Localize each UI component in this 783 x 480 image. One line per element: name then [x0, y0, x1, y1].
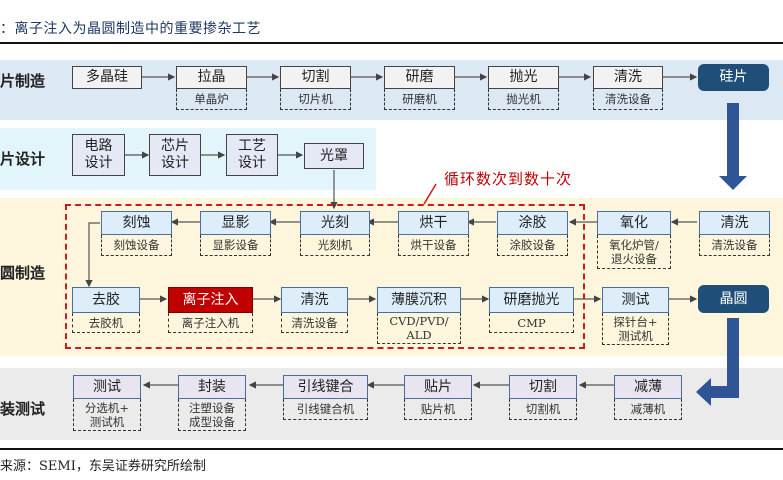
equip-line1: 探针台+ — [613, 314, 658, 329]
equip-die-bonder: 贴片机 — [404, 399, 472, 420]
step-dicing: 切割 — [509, 375, 577, 399]
equip-stripper: 去胶机 — [72, 313, 140, 333]
equip-wire-bonder: 引线键合机 — [283, 399, 368, 420]
step-baking: 烘干 — [398, 211, 469, 235]
equip-thinner: 减薄机 — [614, 399, 682, 420]
step-etching: 刻蚀 — [101, 211, 172, 235]
step-cmp: 研磨抛光 — [489, 287, 574, 313]
stage-label-packaging: 装测试 — [0, 400, 46, 418]
corner-arrow-shaft — [727, 318, 739, 398]
equip-line1: 氧化炉管/ — [609, 237, 659, 252]
arrow-line — [85, 222, 100, 288]
step-thin-film-deposition: 薄膜沉积 — [377, 287, 461, 313]
corner-arrow-bar — [711, 386, 739, 398]
down-arrow-shaft — [727, 103, 739, 178]
down-arrow-head — [719, 176, 747, 190]
equip-line2: 退火设备 — [611, 251, 657, 266]
step-photomask: 光罩 — [304, 143, 364, 169]
output-silicon-wafer: 硅片 — [698, 64, 769, 91]
step-developing: 显影 — [200, 211, 271, 235]
step-coating: 涂胶 — [497, 211, 568, 235]
step-thinning: 减薄 — [614, 375, 682, 399]
big-flow-arrows — [696, 103, 747, 406]
step-cleaning: 清洗 — [593, 66, 663, 89]
equip-cleaning: 清洗设备 — [593, 89, 663, 110]
step-lithography: 光刻 — [300, 211, 370, 235]
equip-molding: 注塑设备 成型设备 — [178, 399, 246, 431]
equip-line2: ALD — [406, 328, 432, 342]
equip-baker: 烘干设备 — [398, 235, 469, 256]
equip-crystal-furnace: 单晶炉 — [176, 89, 247, 110]
equip-line2: 测试机 — [618, 328, 653, 343]
step-label-line1: 芯片 — [161, 138, 189, 154]
loop-label: 循环数次到数十次 — [444, 170, 573, 188]
step-circuit-design: 电路 设计 — [72, 134, 125, 176]
step-wafer-test: 测试 — [602, 287, 669, 313]
equip-developer: 显影设备 — [200, 235, 271, 256]
stage-label-wafer: 圆制造 — [0, 264, 46, 282]
equip-deposition: CVD/PVD/ ALD — [377, 313, 461, 344]
output-wafer: 晶圆 — [698, 285, 769, 313]
step-wire-bonding: 引线键合 — [283, 375, 368, 399]
repeat-loop-outline — [65, 204, 585, 349]
equip-prober-tester: 探针台+ 测试机 — [602, 313, 669, 345]
equip-dicer: 切割机 — [509, 399, 577, 420]
step-packaging: 封装 — [178, 375, 246, 399]
step-polysilicon: 多晶硅 — [72, 66, 142, 89]
equip-line1: 分选机+ — [84, 400, 130, 415]
equip-line1: CVD/PVD/ — [389, 314, 449, 328]
step-polishing: 抛光 — [488, 66, 559, 89]
step-die-attach: 贴片 — [404, 375, 472, 399]
equip-ion-implanter: 离子注入机 — [168, 313, 253, 333]
top-rule — [0, 42, 783, 44]
step-cleaning-wafer: 清洗 — [699, 211, 770, 235]
equip-coater: 涂胶设备 — [497, 235, 568, 256]
bottom-rule — [0, 448, 783, 450]
step-cleaning-post-implant: 清洗 — [281, 287, 348, 313]
equip-etcher: 刻蚀设备 — [101, 235, 172, 256]
step-label-line2: 设计 — [84, 155, 113, 171]
equip-cmp: CMP — [489, 313, 574, 333]
step-crystal-pulling: 拉晶 — [176, 66, 247, 89]
loop-pointer-line — [423, 183, 437, 205]
equip-cleaning-post-implant: 清洗设备 — [281, 313, 348, 333]
source-note: 来源：SEMI，东吴证券研究所绘制 — [0, 459, 206, 474]
step-label-line2: 设计 — [161, 155, 189, 171]
step-label-line1: 工艺 — [238, 138, 266, 154]
equip-lithography-machine: 光刻机 — [300, 235, 370, 256]
equip-oxidation-furnace: 氧化炉管/ 退火设备 — [597, 235, 671, 269]
step-ion-implantation: 离子注入 — [168, 287, 253, 313]
stage-label-silicon: 片制造 — [0, 72, 46, 90]
equip-line2: 成型设备 — [189, 414, 235, 429]
equip-line1: 注塑设备 — [189, 400, 235, 415]
step-process-design: 工艺 设计 — [226, 134, 278, 176]
step-stripping: 去胶 — [72, 287, 140, 313]
corner-arrow-head — [696, 378, 711, 406]
equip-line2: 测试机 — [89, 414, 125, 429]
equip-cleaning-wafer: 清洗设备 — [699, 235, 770, 256]
equip-polisher: 抛光机 — [488, 89, 559, 110]
step-label-line2: 设计 — [238, 155, 266, 171]
stage-label-design: 片设计 — [0, 150, 46, 168]
step-chip-design: 芯片 设计 — [149, 134, 201, 176]
equip-handler-tester: 分选机+ 测试机 — [73, 399, 141, 431]
step-final-test: 测试 — [73, 375, 141, 399]
figure-title: ：离子注入为晶圆制造中的重要掺杂工艺 — [0, 21, 261, 37]
step-slicing: 切割 — [280, 66, 351, 89]
step-label-line1: 电路 — [84, 138, 113, 154]
equip-slicer: 切片机 — [280, 89, 351, 110]
step-lapping: 研磨 — [384, 66, 455, 89]
equip-lapping-machine: 研磨机 — [384, 89, 455, 110]
step-oxidation: 氧化 — [597, 211, 671, 235]
